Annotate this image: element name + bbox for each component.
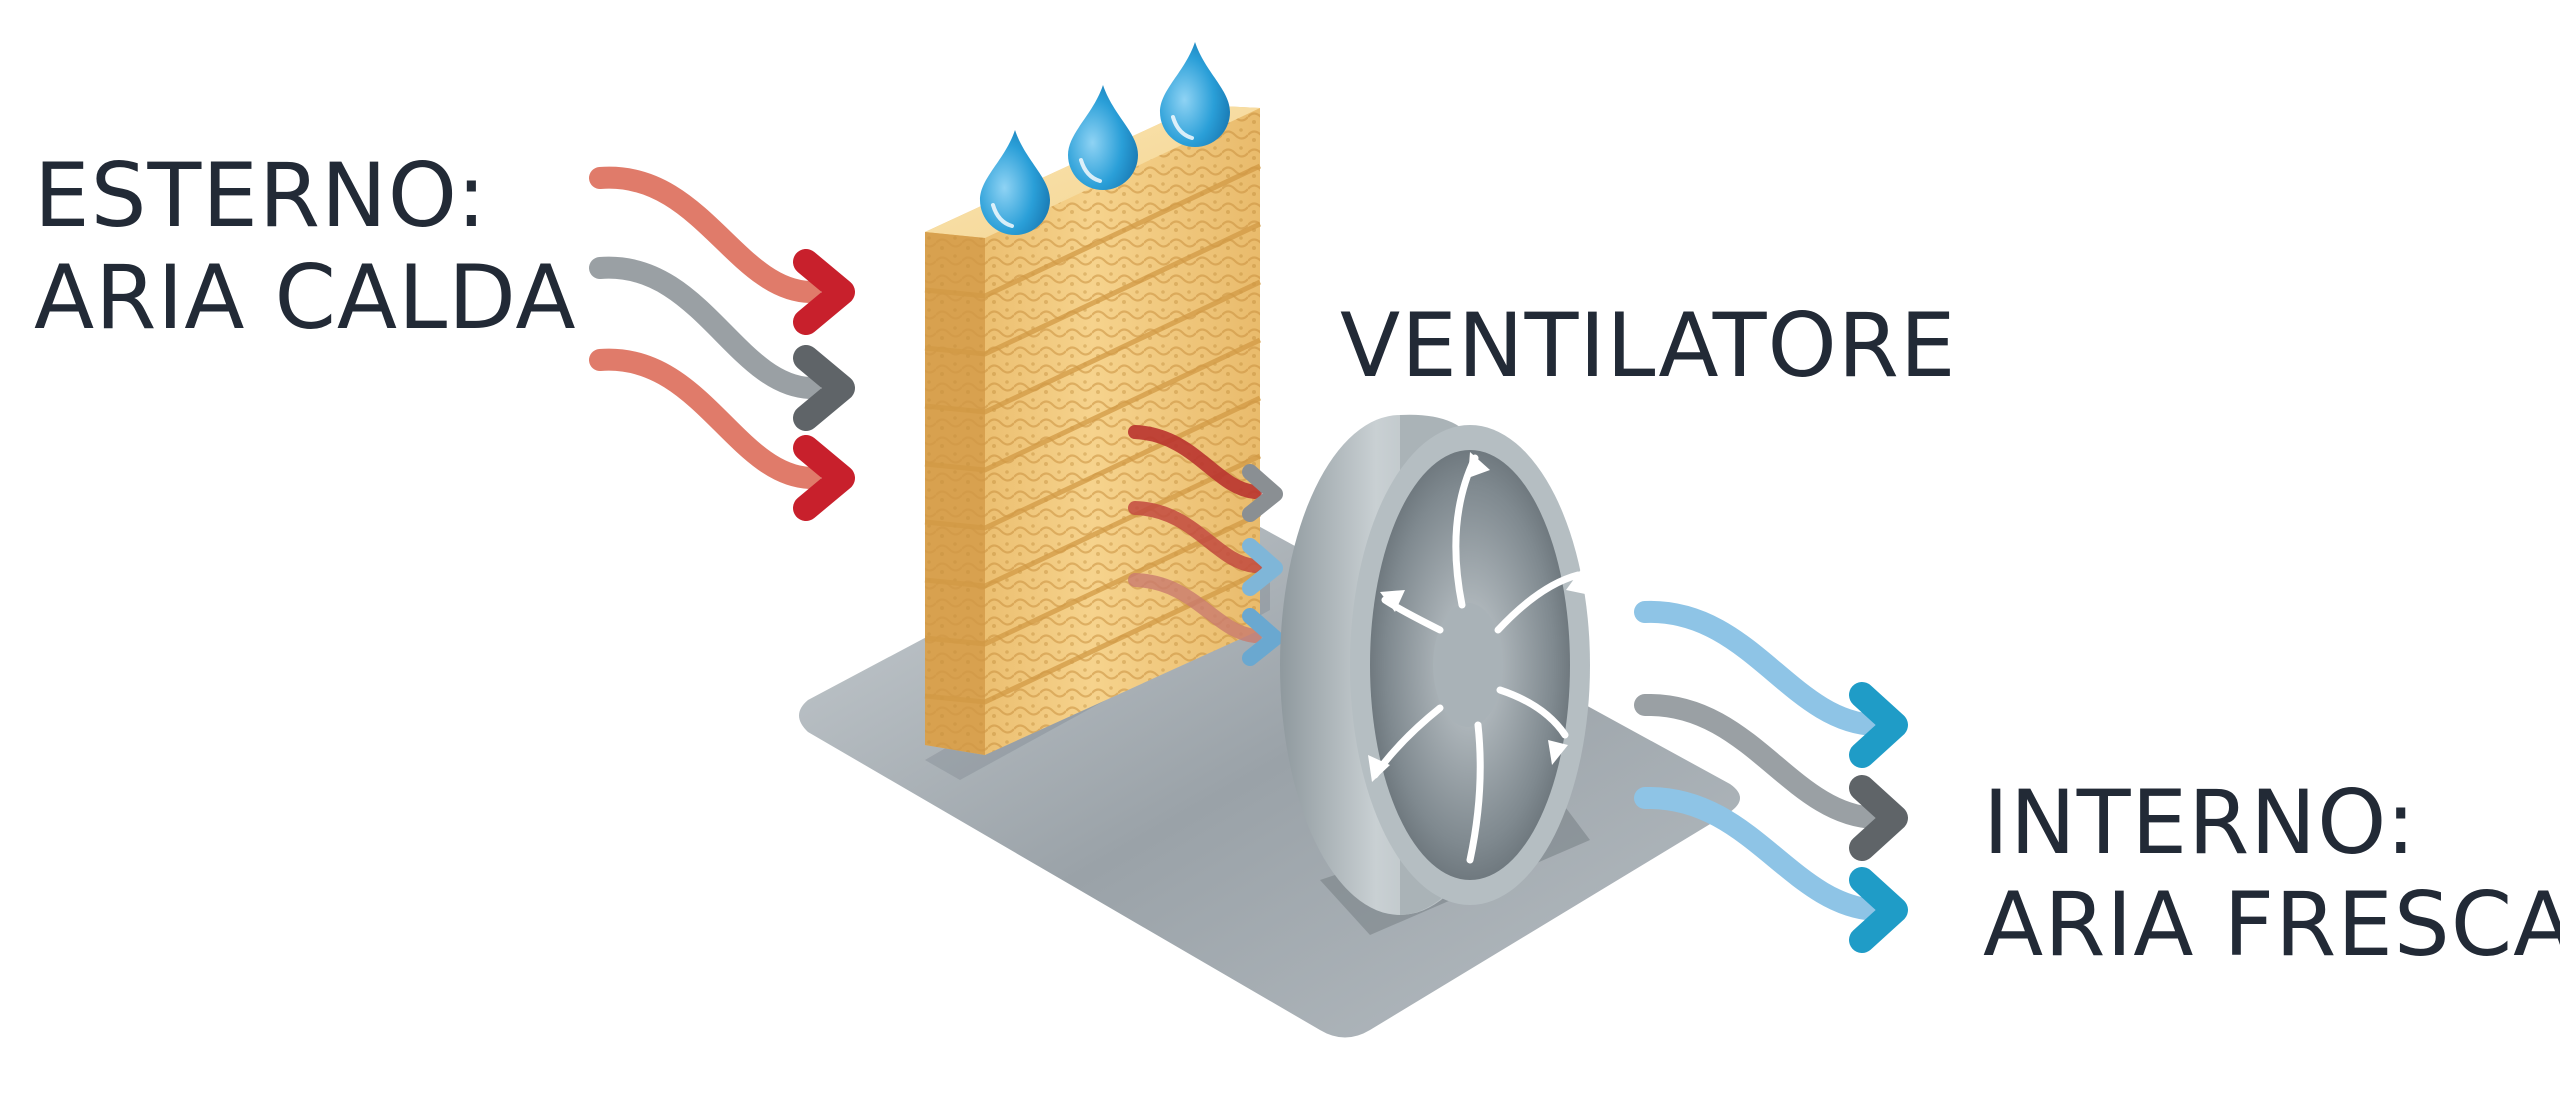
inside-label-line2: ARIA FRESCA — [1983, 873, 2560, 976]
fan-label-text: VENTILATORE — [1340, 294, 1957, 397]
incoming-air-arrows — [589, 166, 855, 521]
air-flow-arrow-icon — [589, 166, 821, 303]
water-drop-icon — [980, 130, 1050, 235]
outgoing-air-arrows — [1634, 600, 1908, 953]
outside-label-line1: ESTERNO: — [34, 144, 488, 247]
outside-hot-air-label: ESTERNO: ARIA CALDA — [34, 145, 577, 349]
water-drop-icon — [1160, 42, 1230, 147]
fan-icon — [1280, 414, 1590, 915]
inside-label-line1: INTERNO: — [1983, 771, 2417, 874]
fan-label: VENTILATORE — [1340, 295, 1957, 397]
pad-air-arrows — [1128, 425, 1283, 666]
water-drop-icon — [1068, 85, 1138, 190]
air-flow-arrow-icon — [1634, 786, 1886, 921]
air-flow-arrow-icon — [589, 256, 821, 399]
air-flow-arrow-icon — [589, 348, 821, 489]
air-flow-arrow-icon — [1634, 600, 1886, 736]
air-flow-arrow-icon — [1634, 693, 1886, 829]
outside-label-line2: ARIA CALDA — [34, 246, 577, 349]
inside-cool-air-label: INTERNO: ARIA FRESCA — [1983, 772, 2560, 976]
water-drops — [980, 42, 1230, 235]
